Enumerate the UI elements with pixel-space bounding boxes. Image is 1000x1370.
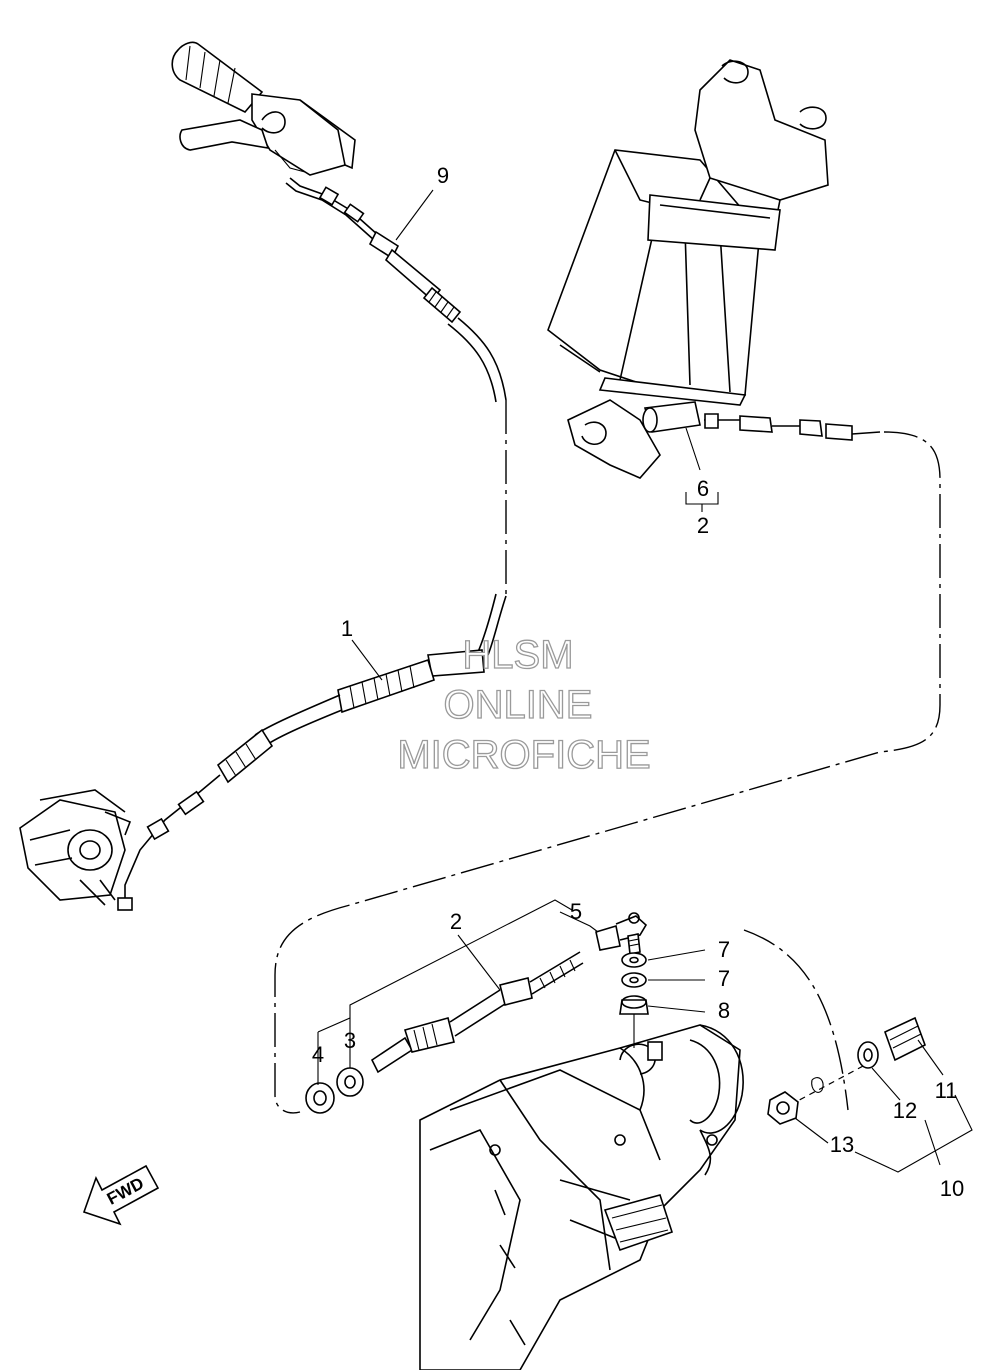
- forward-direction-arrow: FWD: [82, 1164, 160, 1226]
- part-label-13: 13: [830, 1132, 854, 1157]
- part-label-10: 10: [940, 1176, 964, 1201]
- part-number-labels: 9 1 6 2 5 2 7 7 8 4 3 11 12 13 10: [312, 163, 964, 1201]
- steering-column-housing: [547, 59, 829, 479]
- part-label-2: 2: [450, 909, 462, 934]
- bolt-11: [884, 1016, 926, 1062]
- part-label-2-upper: 2: [697, 513, 709, 538]
- throttle-cable-1: [117, 593, 507, 911]
- small-hardware: [305, 952, 649, 1114]
- part-label-9: 9: [437, 163, 449, 188]
- shift-cable-2: [370, 912, 648, 1074]
- part-label-11: 11: [935, 1078, 958, 1103]
- part-label-5: 5: [570, 899, 582, 924]
- part-label-4: 4: [312, 1042, 324, 1067]
- washer-7a: [621, 952, 647, 968]
- washer-7b: [621, 972, 647, 988]
- leader-lines: [317, 189, 973, 1173]
- part-label-7-first: 7: [718, 937, 730, 962]
- part-label-6: 6: [697, 476, 709, 501]
- nut-8: [619, 999, 649, 1015]
- throttle-cable-9: [285, 177, 507, 403]
- washer-12: [857, 1041, 879, 1069]
- drain-plug-hardware: [767, 1016, 926, 1125]
- part-label-7-second: 7: [718, 966, 730, 991]
- watermark-line-1: HLSM: [462, 633, 573, 677]
- nut-4: [305, 1082, 335, 1114]
- cable-joint-6: [642, 401, 881, 441]
- nut-13: [767, 1091, 799, 1125]
- watermark: HLSM ONLINE MICROFICHE: [397, 632, 652, 777]
- routing-lines: [274, 400, 941, 1114]
- part-label-1: 1: [341, 616, 353, 641]
- handlebar-grip-assembly: [171, 41, 356, 176]
- part-label-12: 12: [893, 1098, 917, 1123]
- watermark-line-2: ONLINE: [444, 683, 593, 727]
- throttle-body-assembly: [19, 789, 132, 906]
- watermark-line-3: MICROFICHE: [397, 733, 650, 777]
- part-label-8: 8: [718, 998, 730, 1023]
- washer-3: [336, 1067, 364, 1097]
- part-label-3: 3: [344, 1028, 356, 1053]
- jet-pump-housing: [419, 1024, 744, 1370]
